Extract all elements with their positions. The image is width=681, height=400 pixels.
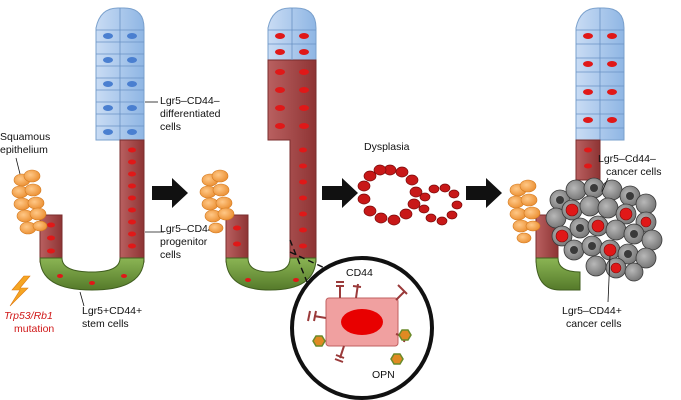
label-cancer-neg-1: Lgr5–Cd44– [598,153,656,165]
opn-icon-1 [312,335,326,347]
label-progenitor-1: Lgr5–CD44+ [160,223,220,235]
label-differentiated-1: Lgr5–CD44– [160,95,220,107]
dysplasia-ring-small [418,183,463,226]
label-progenitor-2: progenitor [160,236,208,248]
label-cancer-neg-2: cancer cells [606,166,661,178]
label-differentiated-3: cells [160,121,181,133]
label-cancer-pos-2: cancer cells [566,318,621,330]
lightning-icon [9,275,31,307]
label-opn: OPN [372,369,395,381]
label-cancer-pos-1: Lgr5–CD44+ [562,305,622,317]
arrow-3 [466,178,502,208]
opn-icon-3 [390,353,404,365]
label-squamous-2: epithelium [0,144,48,156]
label-mutation-1: Trp53/Rb1 [4,310,53,322]
label-differentiated-2: differentiated [160,108,221,120]
cd44-receptor-icons [307,281,409,363]
dysplasia-ring-large [357,164,423,226]
arrow-1 [152,178,188,208]
label-stem-2: stem cells [82,318,129,330]
label-mutation-2: mutation [14,323,54,335]
label-dysplasia: Dysplasia [364,141,410,153]
label-stem-1: Lgr5+CD44+ [82,305,142,317]
cd44-zoom-circle: CD44 OPN [290,256,434,400]
label-progenitor-3: cells [160,249,181,261]
expanded-progenitor-gland [199,7,317,291]
cancer-gland [507,7,663,291]
opn-icon-2 [398,329,412,341]
label-squamous-1: Squamous [0,131,50,143]
label-cd44: CD44 [346,267,373,279]
arrow-2 [322,178,358,208]
tumor-mass [545,177,663,282]
normal-gland [9,7,145,307]
